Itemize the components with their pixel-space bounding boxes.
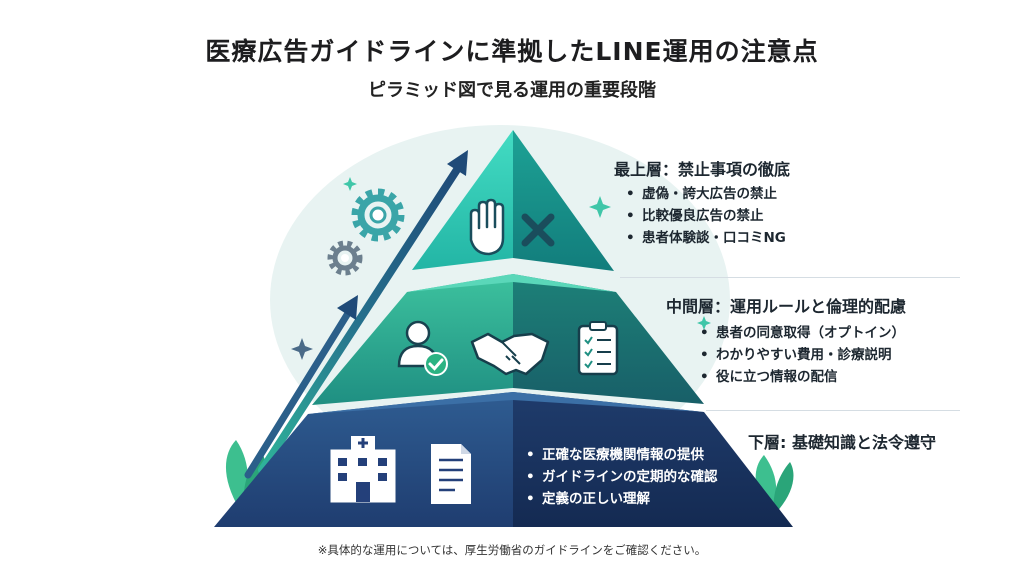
middle-level-list: •患者の同意取得（オプトイン） •わかりやすい費用・診療説明 •役に立つ情報の配… <box>700 322 905 388</box>
bottom-level-heading: 下層: 基礎知識と法令遵守 <box>748 433 936 452</box>
footnote: ※具体的な運用については、厚生労働省のガイドラインをご確認ください。 <box>317 543 707 557</box>
gear-icon <box>327 240 363 276</box>
document-icon <box>431 444 471 504</box>
growth-arrow-icon <box>258 150 468 474</box>
sparkle-icon <box>589 196 611 218</box>
divider <box>620 277 960 278</box>
sparkle-icon <box>291 338 313 360</box>
list-item: •役に立つ情報の配信 <box>700 369 838 385</box>
top-level-list: •虚偽・誇大広告の禁止 •比較優良広告の禁止 •患者体験談・口コミNG <box>626 183 786 249</box>
sparkle-icon <box>343 177 357 191</box>
divider <box>706 410 960 411</box>
list-item: •患者の同意取得（オプトイン） <box>700 325 905 341</box>
stop-hand-icon <box>469 198 505 256</box>
growth-arrow-icon <box>244 295 358 479</box>
page-title: 医療広告ガイドラインに準拠したLINE運用の注意点 <box>205 37 819 66</box>
hospital-building-icon <box>330 436 396 503</box>
handshake-icon <box>470 332 550 376</box>
middle-level-heading: 中間層：運用ルールと倫理的配慮 <box>666 297 907 316</box>
list-item: •正確な医療機関情報の提供 <box>526 447 704 463</box>
list-item: •ガイドラインの定期的な確認 <box>526 469 718 485</box>
checklist-clipboard-icon <box>577 321 619 376</box>
list-item: •比較優良広告の禁止 <box>626 208 764 224</box>
sparkle-icon <box>697 316 711 330</box>
cross-icon <box>521 213 555 247</box>
gear-icon <box>351 188 405 242</box>
list-item: •定義の正しい理解 <box>526 491 650 507</box>
top-level-heading: 最上層：禁止事項の徹底 <box>614 160 791 179</box>
bottom-level-list: •正確な医療機関情報の提供 •ガイドラインの定期的な確認 •定義の正しい理解 <box>526 444 718 510</box>
user-check-icon <box>397 320 448 376</box>
list-item: •虚偽・誇大広告の禁止 <box>626 186 777 202</box>
page-subtitle: ピラミッド図で見る運用の重要段階 <box>368 80 656 101</box>
list-item: •わかりやすい費用・診療説明 <box>700 347 892 363</box>
list-item: •患者体験談・口コミNG <box>626 230 786 246</box>
